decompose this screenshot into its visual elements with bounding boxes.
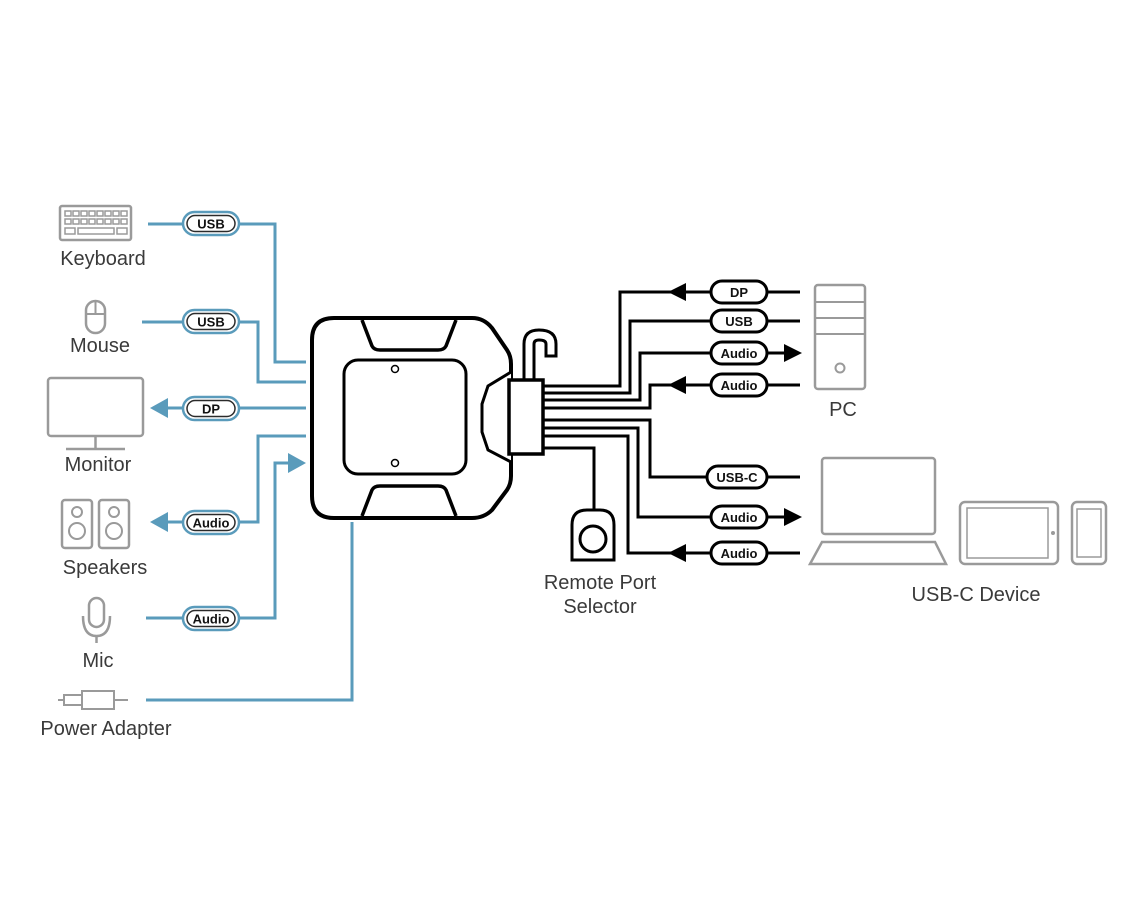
remote-port-selector-label-line2: Selector xyxy=(563,596,637,618)
cable-tag-text: Audio xyxy=(721,346,758,361)
mouse-label: Mouse xyxy=(70,335,130,357)
cable-tag-pc-audio-out: Audio xyxy=(709,340,769,366)
cable-tag-monitor: DP xyxy=(181,395,241,422)
power-adapter-label: Power Adapter xyxy=(40,718,172,740)
cable-tag-mic: Audio xyxy=(181,605,241,632)
remote-port-selector-label-line1: Remote Port xyxy=(544,572,657,594)
cable-tag-pc-usb: USB xyxy=(709,308,769,334)
mouse-icon xyxy=(84,299,107,335)
laptop-icon xyxy=(807,456,949,566)
cable-tag-speakers: Audio xyxy=(181,509,241,536)
mic-label: Mic xyxy=(82,650,113,672)
speakers-icon xyxy=(60,498,131,550)
cable-tag-usbc-audio-out: Audio xyxy=(709,504,769,530)
cable-tag-text: USB-C xyxy=(716,470,758,485)
cable-tag-text: Audio xyxy=(193,516,230,531)
pc-label: PC xyxy=(829,399,857,421)
cable-tag-text: Audio xyxy=(193,612,230,627)
kvm-switch-hub xyxy=(310,316,558,520)
mic-icon xyxy=(81,596,112,643)
cable-tag-text: USB xyxy=(197,217,224,232)
cable-tag-text: DP xyxy=(730,285,748,300)
remote-port-selector-icon xyxy=(570,508,616,562)
phone-icon xyxy=(1070,500,1108,566)
monitor-label: Monitor xyxy=(65,454,132,476)
keyboard-icon xyxy=(58,204,133,242)
cable-tag-usbc: USB-C xyxy=(705,464,769,490)
keyboard-label: Keyboard xyxy=(60,248,146,270)
cable-tag-mouse: USB xyxy=(181,308,241,335)
cable-tag-keyboard: USB xyxy=(181,210,241,237)
cable-tag-usbc-audio-in: Audio xyxy=(709,540,769,566)
cable-tag-text: USB xyxy=(725,314,752,329)
cable-tag-text: Audio xyxy=(721,546,758,561)
cable-tag-pc-dp: DP xyxy=(709,279,769,305)
cable-tag-pc-audio-in: Audio xyxy=(709,372,769,398)
usbc-device-label: USB-C Device xyxy=(912,584,1041,606)
pc-tower-icon xyxy=(813,283,867,391)
cable-tag-text: Audio xyxy=(721,378,758,393)
monitor-icon xyxy=(46,376,145,451)
cable-tag-text: Audio xyxy=(721,510,758,525)
cable-tag-text: DP xyxy=(202,402,220,417)
cable-tag-text: USB xyxy=(197,315,224,330)
speakers-label: Speakers xyxy=(63,557,148,579)
power-adapter-icon xyxy=(58,690,128,710)
tablet-icon xyxy=(958,500,1060,566)
